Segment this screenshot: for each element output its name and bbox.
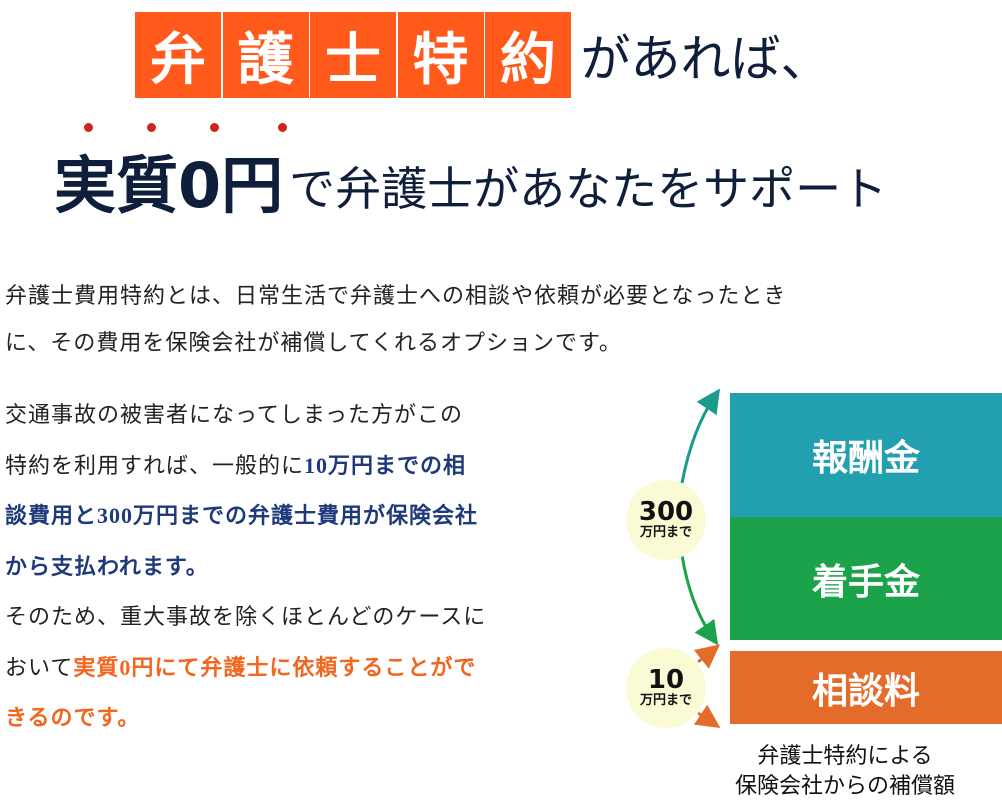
caption-line: 弁護士特約による — [757, 744, 933, 769]
limit-badge-10: 10 万円まで — [626, 648, 706, 728]
detail-line: 特約を利用すれば、一般的に10万円までの相 — [5, 441, 615, 492]
headline-box-char: 特 — [397, 12, 484, 98]
detail-line: そのため、重大事故を除くほとんどのケースに — [5, 604, 487, 629]
detail-line: 交通事故の被害者になってしまった方がこの — [5, 402, 464, 427]
box-consultation-fee: 相談料 — [730, 651, 1002, 724]
limit-unit: 万円まで — [639, 693, 692, 708]
diagram-caption: 弁護士特約による 保険会社からの補償額 — [690, 742, 1000, 802]
diagram-arrows — [680, 388, 721, 728]
intro-paragraph: 弁護士費用特約とは、日常生活で弁護士への相談や依頼が必要となったとき に、その費… — [5, 272, 995, 366]
headline-emphasis: 実質0円 — [52, 123, 287, 225]
limit-number: 300 — [638, 497, 694, 527]
limit-badge-300: 300 万円まで — [626, 480, 706, 560]
intro-line: に、その費用を保険会社が補償してくれるオプションです。 — [5, 330, 622, 355]
detail-text: 特約を利用すれば、一般的に — [5, 452, 305, 478]
headline-box-char: 約 — [485, 12, 571, 98]
detail-paragraph: 交通事故の被害者になってしまった方がこの 特約を利用すれば、一般的に10万円まで… — [5, 390, 615, 744]
limit-number: 10 — [647, 665, 685, 695]
detail-highlight-blue: から支払われます。 — [5, 553, 209, 579]
emphasis-dot — [210, 123, 219, 132]
emphasis-dot — [278, 123, 287, 132]
detail-highlight-orange: きるのです。 — [5, 705, 141, 730]
headline-line-2-rest: で弁護士があなたをサポート — [289, 162, 888, 216]
detail-text: おいて — [5, 654, 74, 680]
arrow-up-icon — [680, 388, 721, 484]
box-reward-fee: 報酬金 — [730, 393, 1002, 517]
caption-line: 保険会社からの補償額 — [734, 774, 955, 799]
limit-unit: 万円まで — [639, 525, 692, 540]
headline-line-1: 弁 護 士 特 約 があれば、 — [135, 12, 831, 98]
intro-line: 弁護士費用特約とは、日常生活で弁護士への相談や依頼が必要となったとき — [5, 283, 787, 308]
headline-line-1-rest: があれば、 — [580, 30, 831, 88]
detail-highlight-orange: 実質0円にて弁護士に依頼することがで — [73, 654, 477, 680]
arrow-up-small-icon — [693, 644, 721, 669]
emphasis-dot — [147, 123, 156, 132]
headline-box-char: 士 — [310, 12, 396, 98]
detail-highlight-blue: 談費用と300万円までの弁護士費用が保険会社 — [5, 503, 479, 528]
headline-box-char: 弁 — [135, 12, 221, 98]
headline-emphasis-text: 実質0円 — [54, 149, 284, 222]
headline-line-2: 実質0円 で弁護士があなたをサポート — [52, 123, 888, 225]
headline-box-char: 護 — [222, 12, 309, 98]
arrow-down-icon — [680, 554, 719, 646]
detail-line: おいて実質0円にて弁護士に依頼することがで — [5, 643, 615, 694]
detail-highlight-blue: 10万円までの相 — [304, 452, 467, 478]
box-retainer-fee: 着手金 — [730, 517, 1002, 640]
arrow-down-small-icon — [693, 704, 721, 728]
emphasis-dot — [84, 123, 93, 132]
